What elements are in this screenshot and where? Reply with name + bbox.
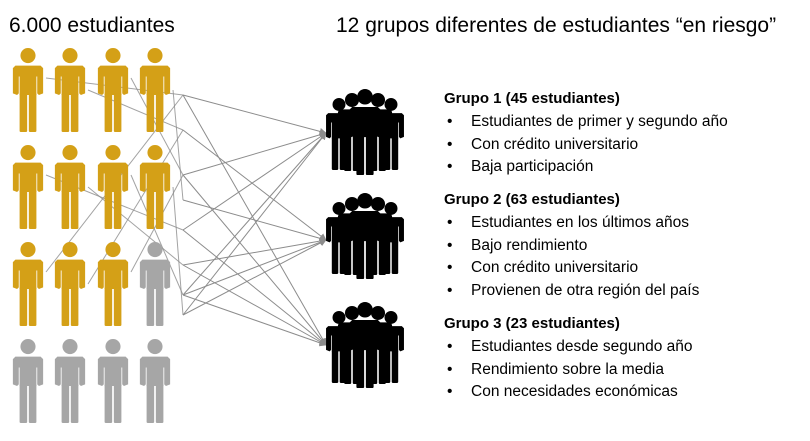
group-3-item-text: Rendimiento sobre la media <box>471 360 664 378</box>
connection-arrow <box>182 132 327 296</box>
group-2-item: • Provienen de otra región del país <box>444 280 804 303</box>
group-3-item: • Con necesidades económicas <box>444 381 804 404</box>
groups-title: 12 grupos diferentes de estudiantes “en … <box>336 14 777 37</box>
person-icon <box>349 89 381 175</box>
connection-arrow <box>182 264 327 346</box>
group-2-heading: Grupo 2 (63 estudiantes) <box>444 191 620 208</box>
bullet: • <box>447 113 453 130</box>
student-icon-at-risk <box>139 48 171 132</box>
connection-arrow <box>182 129 327 241</box>
connection-arrow <box>182 294 327 347</box>
connection-arrow <box>182 237 327 266</box>
group-3-list: • Estudiantes desde segundo año • Rendimie… <box>444 336 804 404</box>
group-1-item: • Estudiantes de primer y segundo año <box>444 111 804 134</box>
bullet: • <box>447 214 453 231</box>
group-3-heading: Grupo 3 (23 estudiantes) <box>444 315 620 332</box>
student-icon-at-risk <box>12 145 44 229</box>
group-2-item: • Bajo rendimiento <box>444 235 804 258</box>
student-icon <box>139 339 171 423</box>
student-icon-at-risk <box>12 242 44 326</box>
student-icon-at-risk <box>54 48 86 132</box>
group-1-heading: Grupo 1 (45 estudiantes) <box>444 90 620 107</box>
bullet: • <box>447 281 453 299</box>
connection-arrow <box>182 132 327 231</box>
student-icon <box>97 339 129 423</box>
group-2-item: • Con crédito universitario <box>444 257 804 280</box>
student-link-line <box>130 174 184 296</box>
group-3-item: • Estudiantes desde segundo año <box>444 336 804 359</box>
person-icon <box>349 302 381 388</box>
group-1-item-text: Estudiantes de primer y segundo año <box>471 113 728 130</box>
student-icon-at-risk <box>97 242 129 326</box>
connection-arrow <box>182 131 327 176</box>
bullet: • <box>447 383 453 400</box>
bullet: • <box>447 338 453 355</box>
group-2-item-text: Con crédito universitario <box>471 259 639 276</box>
student-link-line <box>87 186 184 266</box>
connection-arrow <box>182 132 327 316</box>
group-2-item-text: Bajo rendimiento <box>471 236 588 254</box>
student-icon <box>54 339 86 423</box>
student-icon-grid <box>12 48 171 423</box>
student-icon-at-risk <box>97 48 129 132</box>
group-1-item: • Baja participación <box>444 156 804 179</box>
student-icon-at-risk <box>12 48 44 132</box>
group-2-block: Grupo 2 (63 estudiantes) • Estudiantes en… <box>444 190 804 302</box>
group-2-item-text: Estudiantes en los últimos años <box>471 214 689 231</box>
student-icon-at-risk <box>54 242 86 326</box>
connection-arrows <box>45 77 327 347</box>
connection-arrow <box>182 199 327 242</box>
student-icon-at-risk <box>139 145 171 229</box>
group-1-item: • Con crédito universitario <box>444 134 804 157</box>
students-title: 6.000 estudiantes <box>9 14 175 37</box>
bullet: • <box>447 158 453 175</box>
student-icon <box>139 242 171 326</box>
group-3-item: • Rendimiento sobre la media <box>444 359 804 382</box>
student-link-line <box>87 89 184 131</box>
group-icons <box>326 89 404 388</box>
connection-arrow <box>182 174 327 346</box>
student-icon-at-risk <box>97 145 129 229</box>
student-icon <box>12 339 44 423</box>
group-2-icon <box>326 193 404 279</box>
group-1-list: • Estudiantes de primer y segundo año • Co… <box>444 111 804 179</box>
group-1-item-text: Con crédito universitario <box>471 135 639 153</box>
student-link-line <box>87 129 184 285</box>
group-3-icon <box>326 302 404 388</box>
student-link-line <box>172 186 184 316</box>
group-3-item-text: Estudiantes desde segundo año <box>471 338 693 355</box>
bullet: • <box>447 236 453 254</box>
student-link-line <box>172 89 184 201</box>
group-1-icon <box>326 89 404 175</box>
bullet: • <box>447 135 453 153</box>
group-1-block: Grupo 1 (45 estudiantes) • Estudiantes de… <box>444 89 804 179</box>
student-icon-at-risk <box>54 145 86 229</box>
connection-arrow <box>182 238 327 296</box>
connection-arrow <box>182 94 327 135</box>
connection-arrow <box>182 239 327 316</box>
bullet: • <box>447 259 453 276</box>
connection-arrow <box>182 229 327 346</box>
group-2-item: • Estudiantes en los últimos años <box>444 212 804 235</box>
group-2-item-text: Provienen de otra región del país <box>471 281 700 299</box>
group-3-item-text: Con necesidades económicas <box>471 383 678 400</box>
group-2-list: • Estudiantes en los últimos años • Bajo r… <box>444 212 804 302</box>
group-3-block: Grupo 3 (23 estudiantes) • Estudiantes de… <box>444 314 804 404</box>
bullet: • <box>447 360 453 378</box>
person-icon <box>349 193 381 279</box>
group-1-item-text: Baja participación <box>471 158 594 175</box>
